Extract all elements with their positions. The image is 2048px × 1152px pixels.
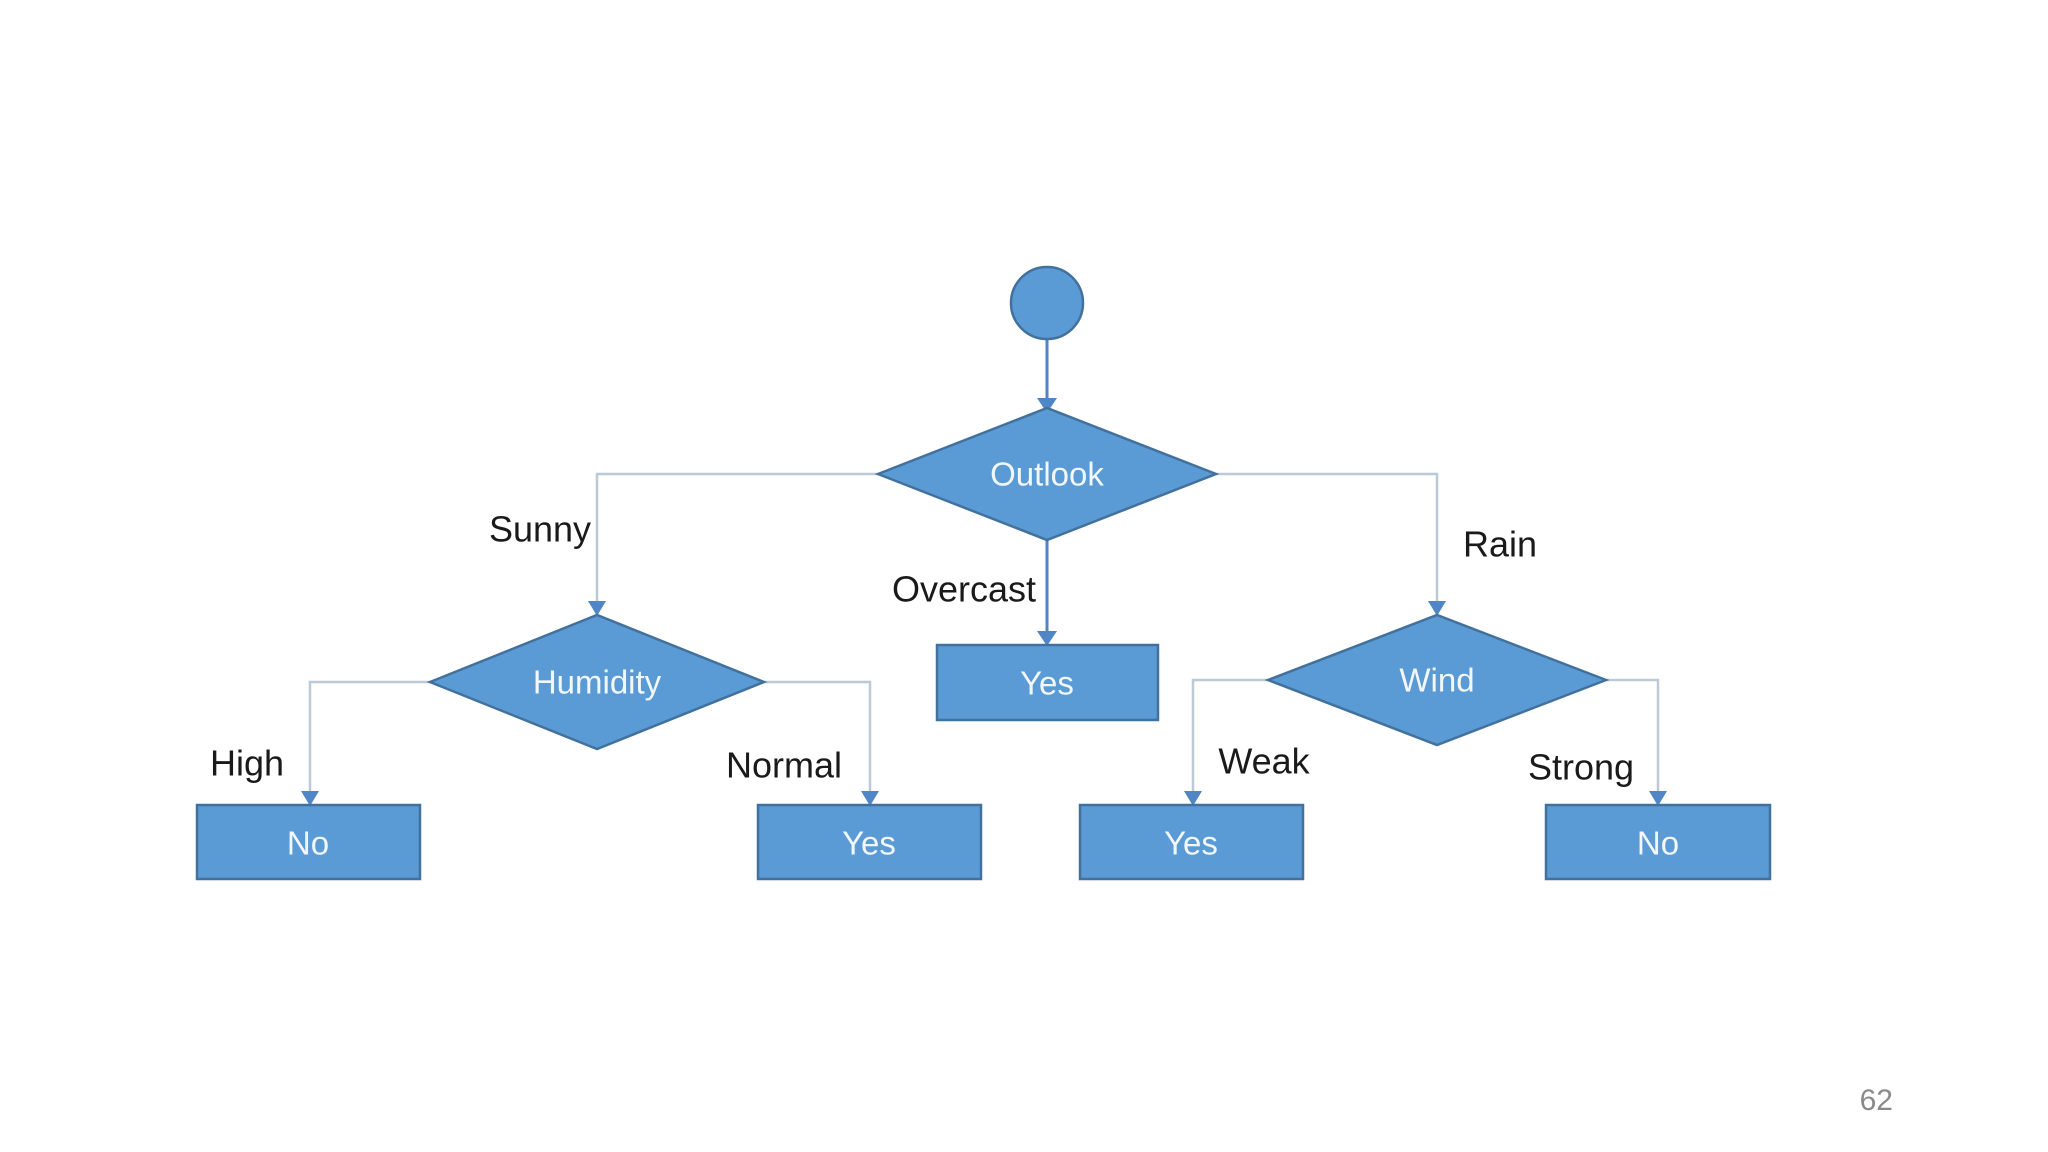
leaf-node-high-no: No (195, 803, 422, 881)
decision-node-outlook: Outlook (874, 406, 1220, 542)
humidity-label: Humidity (533, 664, 662, 701)
edge-label-sunny: Sunny (489, 509, 591, 550)
leaf-label: No (1637, 825, 1679, 862)
edge-label-rain: Rain (1463, 524, 1537, 565)
leaf-node-overcast-yes: Yes (935, 643, 1160, 722)
leaf-node-strong-no: No (1544, 803, 1772, 881)
decision-node-humidity: Humidity (426, 613, 768, 751)
arrowhead-icon (1428, 601, 1446, 616)
leaf-box (935, 643, 1160, 722)
leaf-box (195, 803, 422, 881)
connector-strong (1606, 678, 1660, 793)
arrowhead-icon (1037, 398, 1057, 413)
outlook-label: Outlook (990, 456, 1104, 493)
arrowhead-icon (301, 791, 319, 806)
edge-label-strong: Strong (1528, 747, 1634, 788)
leaf-label: Yes (842, 825, 896, 862)
edge-label-overcast: Overcast (892, 569, 1036, 610)
leaf-node-normal-yes: Yes (756, 803, 983, 881)
edge-label-weak: Weak (1218, 741, 1310, 782)
arrowhead-icon (1037, 631, 1057, 646)
leaf-label: Yes (1020, 665, 1074, 702)
connector-sunny (595, 472, 878, 603)
arrowhead-icon (861, 791, 879, 806)
leaf-box (1544, 803, 1772, 881)
arrowhead-icon (1649, 791, 1667, 806)
wind-label: Wind (1399, 662, 1474, 699)
edge-label-high: High (210, 743, 284, 784)
leaf-label: Yes (1164, 825, 1218, 862)
leaf-node-weak-yes: Yes (1078, 803, 1305, 881)
connector-weak (1191, 678, 1268, 793)
outlook-diamond (874, 406, 1220, 542)
arrowhead-icon (1184, 791, 1202, 806)
humidity-diamond (426, 613, 768, 751)
connector-normal (764, 680, 872, 793)
leaf-box (756, 803, 983, 881)
edge-label-normal: Normal (726, 745, 842, 786)
page-number: 62 (1860, 1084, 1893, 1117)
arrowhead-icon (588, 601, 606, 616)
connector-rain (1216, 472, 1439, 603)
leaf-box (1078, 803, 1305, 881)
leaf-label: No (287, 825, 329, 862)
wind-diamond (1264, 613, 1610, 747)
start-circle-icon (1009, 265, 1085, 341)
connector-high (308, 680, 430, 793)
decision-node-wind: Wind (1264, 613, 1610, 747)
